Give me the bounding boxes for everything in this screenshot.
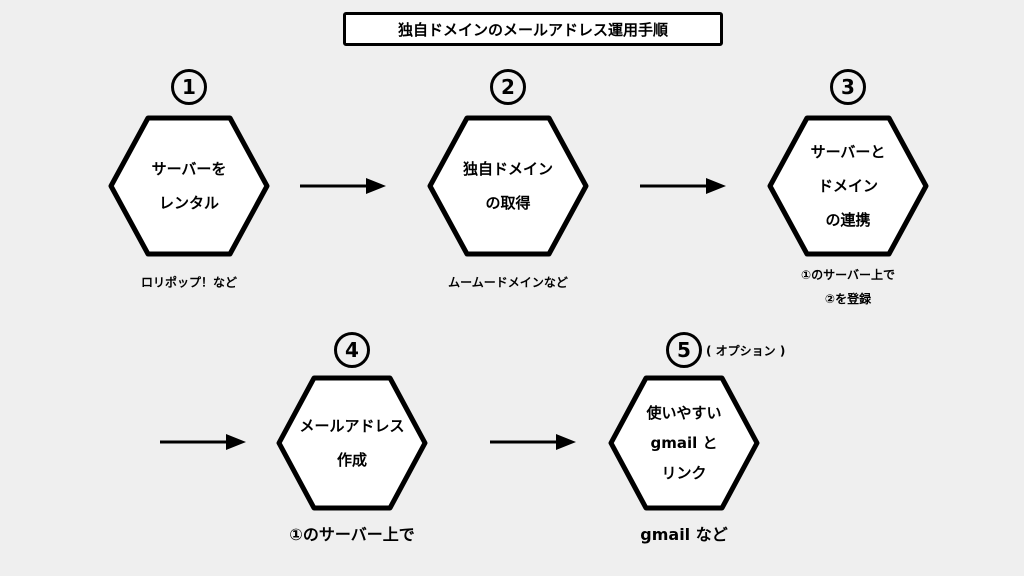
step-5-line-1: 使いやすい	[646, 404, 722, 422]
step-5-note: gmail など	[640, 525, 728, 544]
step-2-number: 2	[490, 69, 526, 105]
arrow-right-icon	[490, 434, 576, 450]
step-1-line-1: サーバーを	[151, 160, 227, 178]
step-5-line-3: リンク	[661, 464, 707, 482]
step-1-number: 1	[171, 69, 207, 105]
step-2-hexagon: 独自ドメイン の取得	[427, 115, 589, 257]
step-1-line-2: レンタル	[158, 194, 219, 212]
step-4-line-1: メールアドレス	[299, 417, 405, 435]
step-3-line-1: サーバーと	[810, 143, 886, 161]
arrow-right-icon	[300, 178, 386, 194]
step-5-hexagon: 使いやすい gmail と リンク	[608, 375, 760, 511]
step-4-hexagon: メールアドレス 作成	[276, 375, 428, 511]
diagram-title-text: 独自ドメインのメールアドレス運用手順	[397, 20, 668, 39]
step-1-note: ロリポップ！など	[140, 275, 238, 290]
step-4-note: ①のサーバー上で	[289, 525, 415, 544]
diagram-title: 独自ドメインのメールアドレス運用手順	[343, 12, 723, 46]
step-5-optional-tag: ( オプション )	[706, 344, 786, 358]
step-4-number: 4	[334, 332, 370, 368]
arrow-right-icon	[640, 178, 726, 194]
step-2-line-2: の取得	[485, 194, 531, 212]
step-2-line-1: 独自ドメイン	[462, 160, 553, 178]
step-3-number: 3	[830, 69, 866, 105]
arrow-right-icon	[160, 434, 246, 450]
step-1-hexagon: サーバーを レンタル	[108, 115, 270, 257]
step-4-line-2: 作成	[336, 451, 367, 469]
step-5-line-2: gmail と	[650, 434, 718, 452]
step-3-line-2: ドメイン	[817, 177, 878, 195]
step-3-line-3: の連携	[825, 211, 871, 229]
step-5-number: 5	[666, 332, 702, 368]
step-3-hexagon: サーバーと ドメイン の連携	[767, 115, 929, 257]
step-2-note: ムームードメインなど	[448, 275, 568, 290]
step-3-note: ①のサーバー上で ②を登録	[800, 268, 896, 306]
